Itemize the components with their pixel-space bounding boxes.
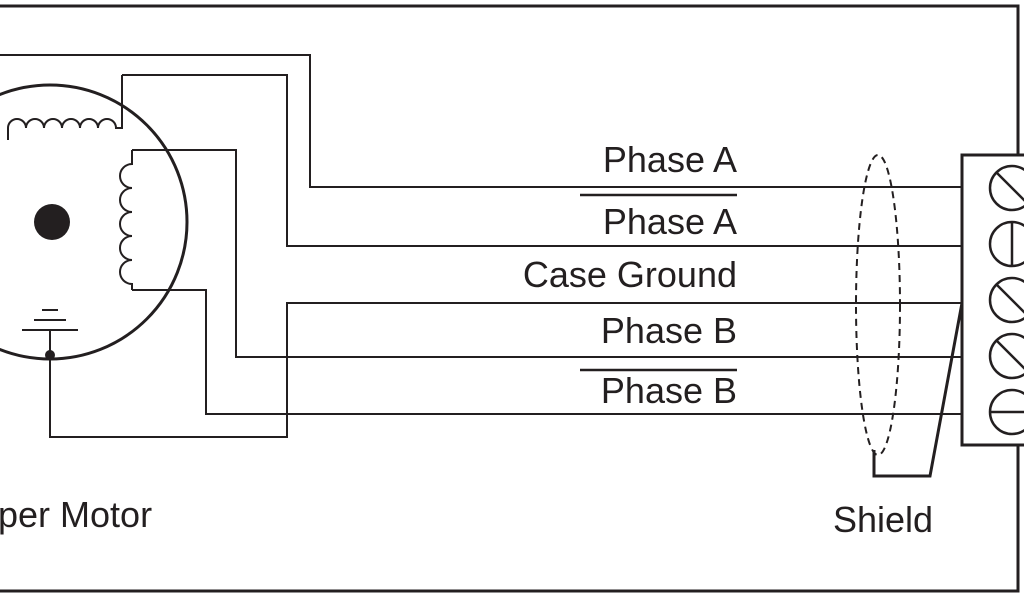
ground-symbol-icon	[22, 309, 78, 360]
label-phase-b-bar: Phase B	[601, 370, 737, 411]
label-phase-a: Phase A	[603, 139, 737, 180]
wire-phase-b-bar	[132, 289, 962, 415]
label-phase-a-bar: Phase A	[603, 201, 737, 242]
phase-a-coil	[7, 75, 123, 140]
terminal-screw-icon	[988, 220, 1024, 268]
wire-phase-a-bar	[122, 74, 962, 247]
shield-drain-wire	[872, 302, 964, 478]
terminal-screw-icon	[988, 164, 1024, 212]
terminal-screw-icon	[988, 332, 1024, 380]
terminal-block	[960, 153, 1024, 447]
label-shield: Shield	[833, 499, 933, 540]
terminal-screw-icon	[988, 276, 1024, 324]
wire-phase-a	[0, 54, 962, 188]
motor-body	[0, 83, 189, 361]
phase-b-coil	[119, 150, 133, 290]
cable-shield	[855, 154, 901, 456]
label-motor: per Motor	[0, 494, 152, 535]
rotor-dot	[34, 204, 70, 240]
wire-phase-b	[132, 149, 962, 358]
wire-case-ground	[49, 302, 962, 438]
terminal-screw-icon	[988, 388, 1024, 436]
label-phase-b: Phase B	[601, 310, 737, 351]
label-case-ground: Case Ground	[523, 254, 737, 295]
